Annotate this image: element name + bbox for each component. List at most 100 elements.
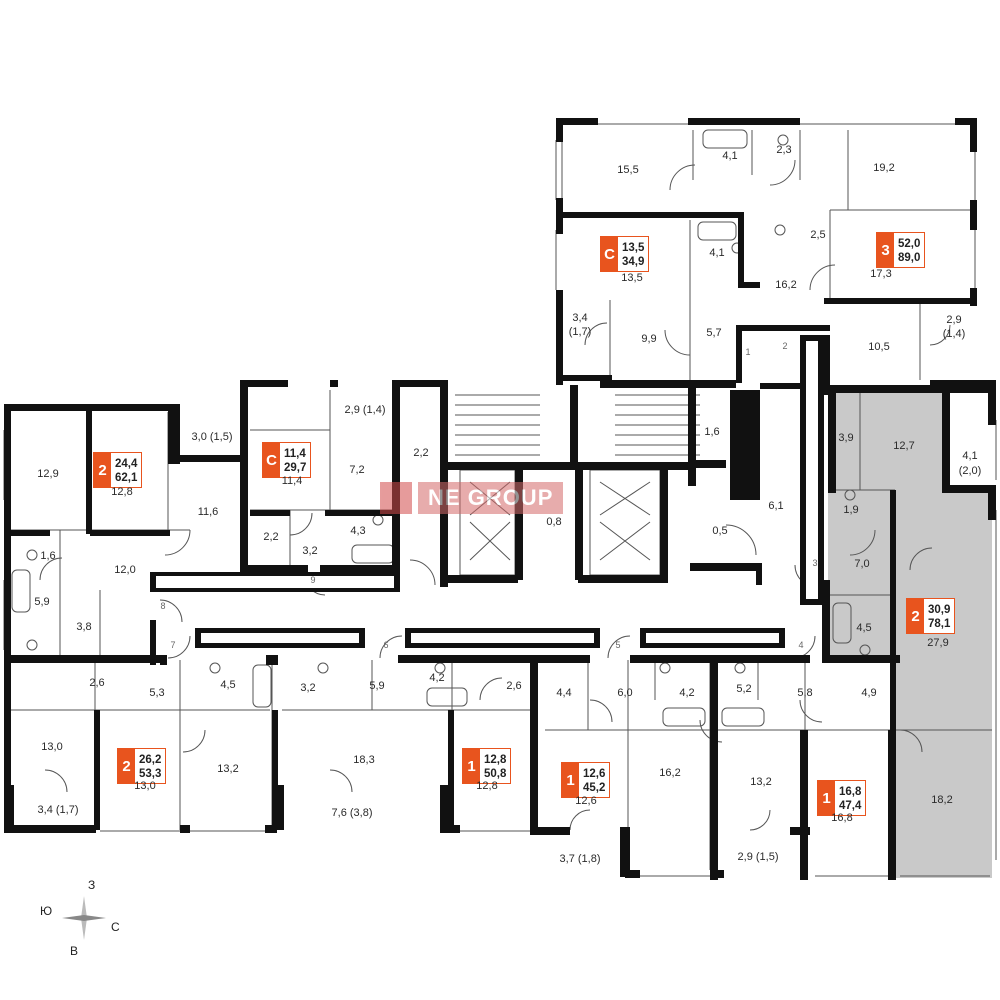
room-area-label: 4,5 — [220, 679, 236, 691]
room-area-label: 13,0 — [41, 741, 63, 753]
room-area-label: 19,2 — [873, 162, 895, 174]
room-area-label: 4,2 — [679, 687, 695, 699]
door-number: 8 — [160, 601, 166, 611]
room-area-label: 3,9 — [838, 432, 854, 444]
thick-walls — [4, 118, 996, 880]
room-count: 2 — [907, 599, 924, 633]
room-area-label: 1,6 — [704, 426, 720, 438]
room-area-label: 1,9 — [843, 504, 859, 516]
room-area-label: 0,5 — [712, 525, 728, 537]
room-area-label: 3,4 (1,7) — [37, 804, 79, 816]
living-area: 11,4 — [284, 447, 306, 460]
compass-rose — [62, 896, 106, 940]
room-area-label: 4,4 — [556, 687, 572, 699]
total-area: 53,3 — [139, 767, 162, 780]
highlighted-apartment-fill — [828, 393, 992, 878]
room-area-label: 12,8 — [476, 780, 498, 792]
total-area: 50,8 — [484, 767, 507, 780]
compass-east-label: С — [111, 920, 120, 934]
room-area-label: 13,0 — [134, 780, 156, 792]
compass-north-label: З — [88, 878, 96, 892]
room-area-label: 2,9 (1,4) — [344, 404, 386, 416]
room-area-label: 12,0 — [114, 564, 136, 576]
room-area-label: (2,0) — [958, 465, 982, 477]
room-area-label: 11,4 — [281, 475, 303, 487]
room-count: С — [263, 443, 280, 477]
total-area: 34,9 — [622, 255, 645, 268]
total-area: 29,7 — [284, 461, 307, 474]
room-area-label: 2,3 — [776, 144, 792, 156]
room-area-label: 2,2 — [263, 531, 279, 543]
room-area-label: 2,6 — [506, 680, 522, 692]
room-area-label: 2,5 — [810, 229, 826, 241]
room-count: 1 — [562, 763, 579, 797]
room-area-label: 5,9 — [34, 596, 50, 608]
room-count: 1 — [818, 781, 835, 815]
room-area-label: 3,7 (1,8) — [559, 853, 601, 865]
room-count: 1 — [463, 749, 480, 783]
room-area-label: 2,6 — [89, 677, 105, 689]
room-area-label: 3,4 — [572, 312, 588, 324]
room-area-label: 3,2 — [302, 545, 318, 557]
room-area-label: 5,2 — [736, 683, 752, 695]
room-area-label: 16,2 — [659, 767, 681, 779]
room-area-label: 13,5 — [621, 272, 643, 284]
room-area-label: (1,4) — [942, 328, 966, 340]
room-area-label: 4,9 — [861, 687, 877, 699]
door-number: 4 — [798, 640, 804, 650]
total-area: 89,0 — [898, 251, 921, 264]
compass-south-label: В — [70, 944, 79, 958]
living-area: 52,0 — [898, 237, 921, 250]
total-area: 78,1 — [928, 617, 951, 630]
room-area-label: 7,0 — [854, 558, 870, 570]
door-number: 5 — [615, 640, 621, 650]
room-area-label: 2,9 — [946, 314, 962, 326]
room-area-label: 5,8 — [797, 687, 813, 699]
door-number: 6 — [383, 640, 389, 650]
room-area-label: 3,8 — [76, 621, 92, 633]
room-area-label: 12,8 — [111, 486, 133, 498]
room-area-label: 4,3 — [350, 525, 366, 537]
door-number: 2 — [782, 341, 788, 351]
room-area-label: 9,9 — [641, 333, 657, 345]
door-number: 7 — [170, 640, 176, 650]
room-area-label: (1,7) — [568, 326, 592, 338]
room-area-label: 2,2 — [413, 447, 429, 459]
room-area-label: 6,0 — [617, 687, 633, 699]
room-area-label: 5,7 — [706, 327, 722, 339]
living-area: 12,6 — [583, 767, 606, 780]
room-count: 2 — [118, 749, 135, 783]
room-area-label: 4,1 — [962, 450, 978, 462]
door-number: 9 — [310, 575, 316, 585]
room-area-label: 10,5 — [868, 341, 890, 353]
compass-west-label: Ю — [40, 904, 53, 918]
room-count: С — [601, 237, 618, 271]
room-area-label: 15,5 — [617, 164, 639, 176]
room-area-label: 13,2 — [750, 776, 772, 788]
room-area-label: 12,9 — [37, 468, 59, 480]
room-area-label: 16,8 — [831, 812, 853, 824]
room-area-label: 5,9 — [369, 680, 385, 692]
room-area-label: 6,1 — [768, 500, 784, 512]
room-area-label: 11,6 — [197, 506, 219, 518]
room-area-label: 12,7 — [893, 440, 915, 452]
room-area-label: 18,3 — [353, 754, 375, 766]
room-area-label: 4,1 — [709, 247, 725, 259]
room-area-label: 7,6 (3,8) — [331, 807, 373, 819]
room-area-label: 27,9 — [927, 637, 949, 649]
room-area-label: 12,6 — [575, 795, 597, 807]
living-area: 30,9 — [928, 603, 951, 616]
room-area-label: 2,9 (1,5) — [737, 851, 779, 863]
room-area-label: 16,2 — [775, 279, 797, 291]
room-area-label: 7,2 — [349, 464, 365, 476]
